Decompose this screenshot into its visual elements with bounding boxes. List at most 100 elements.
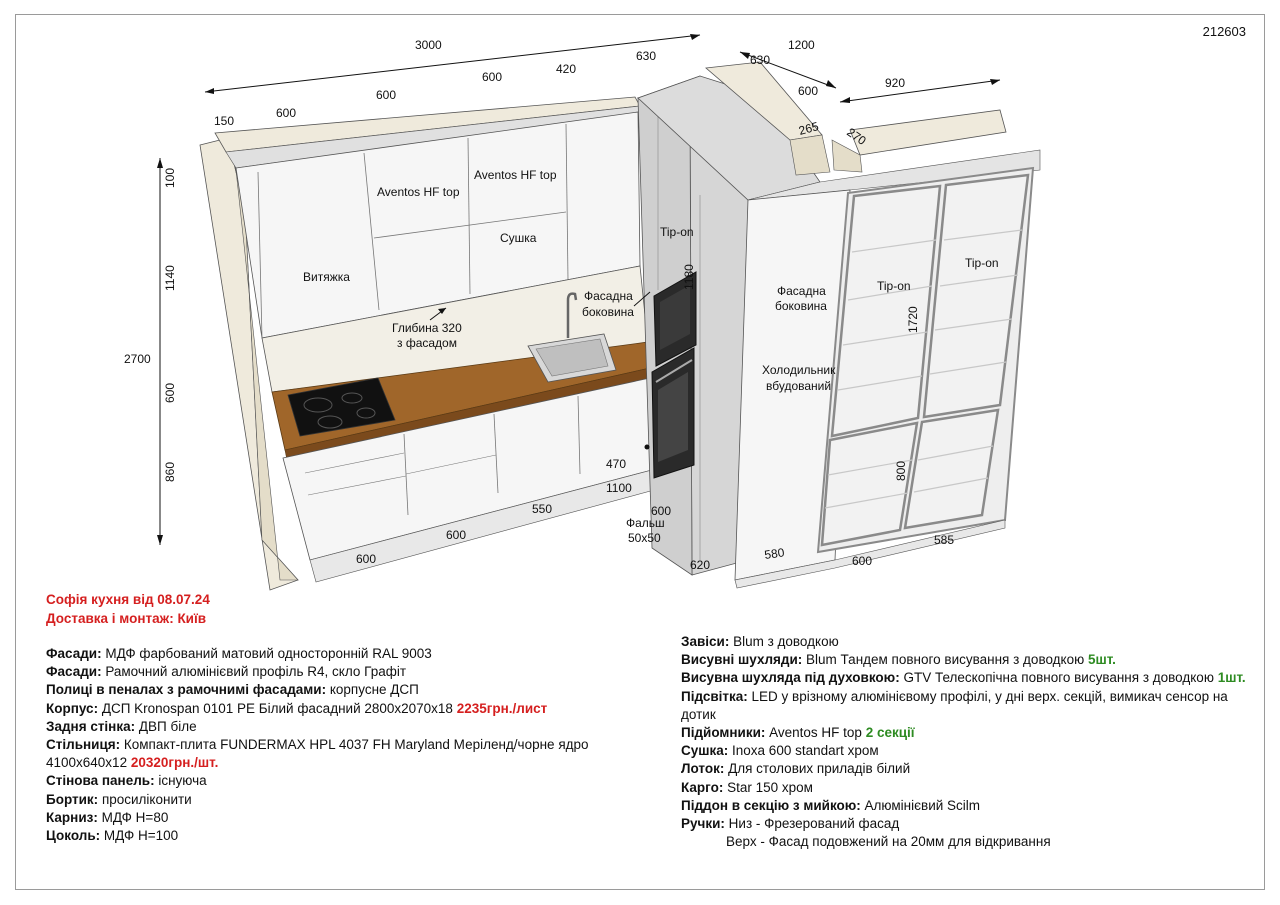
spec-row: Піддон в секцію з мийкою: Алюмінієвий Sc… [681,797,1251,815]
spec-value: Алюмінієвий Scilm [860,797,981,813]
spec-value: дотик [681,706,716,722]
glass-door-top-right [922,173,1030,419]
spec-quantity: 1шт. [1217,670,1246,686]
dim-100: 100 [163,168,177,188]
spec-price: 2235грн./лист [456,700,548,716]
dim-600-top1: 600 [482,70,502,84]
spec-row: дотик [681,706,1251,724]
dim-620: 620 [690,558,710,572]
spec-value: Низ - Фрезерований фасад [724,816,900,832]
dim-920: 920 [885,76,905,90]
spec-key: Підйомники: [681,725,766,741]
dim-3000: 3000 [415,38,442,52]
spec-key: Корпус: [46,700,99,716]
label-tipon-3: Tip-on [965,256,999,270]
spec-row: Цоколь: МДФ Н=100 [46,827,606,845]
glass-door-bottom-right [903,408,1000,530]
spec-value: GTV Телескопічна повного висування з дов… [899,670,1218,686]
label-side-b-1: Фасадна [777,284,826,298]
specs-left: Фасади: МДФ фарбований матовий односторо… [46,645,606,845]
spec-key: Ручки: [681,816,725,832]
spec-key: Карниз: [46,809,98,825]
label-depth-2: з фасадом [397,336,457,350]
dim-600-base-left: 600 [356,552,376,566]
spec-value: ДСП Kronospan 0101 PE Білий фасадний 280… [98,700,457,716]
dim-1100: 1100 [606,481,632,495]
spec-row: Лоток: Для столових приладів білий [681,760,1251,778]
spec-key: Фасади: [46,664,102,680]
spec-key: Задня стінка: [46,718,136,734]
dim-600-top2: 600 [376,88,396,102]
dim-600-right: 600 [798,84,818,98]
spec-quantity: 2 секції [865,725,915,741]
spec-key: Бортик: [46,791,99,807]
spec-value: Inoxa 600 standart хром [728,743,879,759]
dim-585: 585 [934,533,954,547]
spec-row: Підйомники: Aventos HF top 2 секції [681,724,1251,742]
dim-150: 150 [214,114,234,128]
spec-value: корпусне ДСП [326,682,419,698]
spec-value: Рамочний алюмінієвий профіль R4, скло Гр… [101,664,407,680]
spec-key: Лоток: [681,761,725,777]
spec-row: Задня стінка: ДВП біле [46,718,606,736]
spec-row: Висувна шухляда під духовкою: GTV Телеск… [681,669,1251,687]
dim-1720: 1720 [906,306,920,333]
spec-value: 4100x640x12 [46,755,131,771]
dim-600-base: 600 [446,528,466,542]
glass-door-top-left [830,184,942,438]
spec-value: LED у врізному алюмінієвому профілі, у д… [747,688,1228,704]
spec-key: Карго: [681,779,724,795]
label-side-b-2: боковина [775,299,827,313]
spec-value: Компакт-плита FUNDERMAX HPL 4037 FH Mary… [120,737,589,753]
spec-row: Карго: Star 150 хром [681,779,1251,797]
order-number: 212603 [1202,24,1246,39]
spec-key: Підсвітка: [681,688,748,704]
spec-value: Blum з доводкою [729,634,839,649]
label-aventos-2: Aventos HF top [474,168,557,182]
glass-door-bottom-left [820,421,919,547]
spec-key: Піддон в секцію з мийкою: [681,797,861,813]
dim-600-bottom-right: 600 [852,554,872,568]
cooktop [287,377,396,437]
dim-1180: 1180 [682,264,696,290]
dim-860: 860 [163,462,177,482]
dim-420: 420 [556,62,576,76]
label-tipon-1: Tip-on [660,225,694,239]
spec-value: МДФ фарбований матовий односторонній RAL… [101,646,432,661]
spec-row: Підсвітка: LED у врізному алюмінієвому п… [681,688,1251,706]
dim-630-b: 630 [750,53,770,67]
label-side-a-2: боковина [582,305,634,319]
spec-row: Полиці в пеналах з рамочнимі фасадами: к… [46,681,606,699]
dim-265: 265 [797,119,820,138]
delivery-info: Доставка і монтаж: Київ [46,611,207,626]
spec-row: Верх - Фасад подовжений на 20мм для відк… [681,833,1251,851]
spec-key: Стільниця: [46,737,121,753]
spec-value: існуюча [154,773,207,789]
dim-580: 580 [763,545,785,562]
spec-row: Фасади: МДФ фарбований матовий односторо… [46,645,606,663]
label-falsh-2: 50x50 [628,531,661,545]
spec-key: Цоколь: [46,828,101,844]
spec-quantity: 5шт. [1088,652,1116,668]
dim-600-top3: 600 [276,106,296,120]
spec-row: Завіси: Blum з доводкою [681,633,1251,651]
spec-key: Полиці в пеналах з рамочнимі фасадами: [46,682,327,698]
dim-630-a: 630 [636,49,656,63]
dim-470: 470 [606,457,626,471]
label-depth-1: Глибина 320 [392,321,462,335]
spec-row: Корпус: ДСП Kronospan 0101 PE Білий фаса… [46,700,606,718]
spec-value: ДВП біле [135,718,197,734]
kitchen-drawing: 3000 1200 630 630 600 420 600 600 600 15… [124,34,1041,591]
spec-key: Фасади: [46,646,102,661]
spec-key: Висувні шухляди: [681,652,803,668]
spec-row: Висувні шухляди: Blum Тандем повного вис… [681,651,1251,669]
spec-row: Фасади: Рамочний алюмінієвий профіль R4,… [46,663,606,681]
spec-row: Карниз: МДФ Н=80 [46,809,606,827]
label-drying: Сушка [500,231,537,245]
label-falsh-1: Фальш [626,516,665,530]
spec-value: Для столових приладів білий [724,761,911,777]
dim-1140: 1140 [163,265,177,291]
spec-key: Завіси: [681,634,730,649]
spec-value: Aventos HF top [765,725,866,741]
